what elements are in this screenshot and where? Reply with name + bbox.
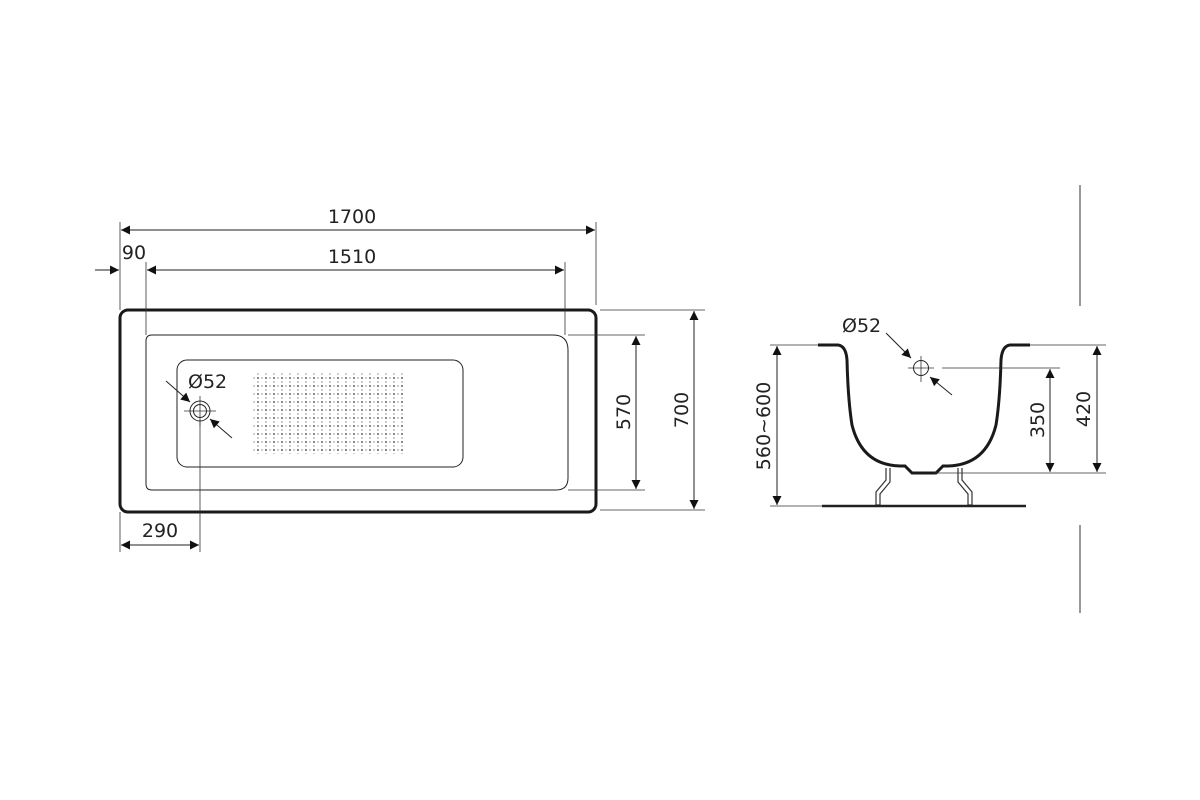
tub-depth-label: 420 xyxy=(1073,391,1095,427)
drain-diameter-label: Ø52 xyxy=(188,371,227,393)
overflow-symbol xyxy=(885,332,953,396)
inner-length-label: 1510 xyxy=(328,246,376,268)
tub-bottom-outline xyxy=(176,359,464,468)
total-height-label: 560~600 xyxy=(753,382,775,470)
drain-offset-label: 290 xyxy=(142,520,178,542)
side-view: Ø52 560~600 350 420 xyxy=(753,185,1106,613)
overflow-height-label: 350 xyxy=(1027,402,1049,438)
tub-cross-section xyxy=(818,343,1030,475)
tub-inner-outline xyxy=(145,334,569,491)
rim-offset-label: 90 xyxy=(122,242,146,264)
drain-symbol xyxy=(165,380,233,439)
anti-slip-pattern xyxy=(252,371,405,454)
top-view: Ø52 1700 1510 90 570 700 290 xyxy=(95,206,705,552)
inner-width-label: 570 xyxy=(613,394,635,430)
overflow-diameter-label: Ø52 xyxy=(842,315,881,337)
tub-outer-outline xyxy=(118,308,598,514)
overall-length-label: 1700 xyxy=(328,206,376,228)
overall-width-label: 700 xyxy=(671,392,693,428)
